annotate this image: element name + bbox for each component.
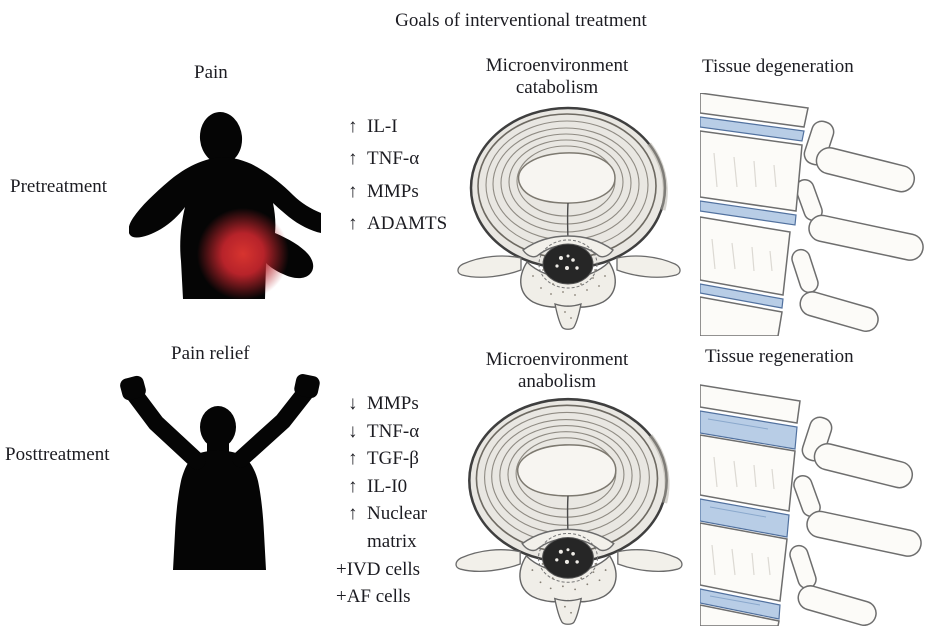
- micro-anabolism-line2: anabolism: [517, 371, 597, 392]
- spinal-canal: [542, 243, 594, 285]
- pain-relief-header: Pain relief: [171, 343, 250, 364]
- figure-head: [200, 406, 236, 448]
- microenvironment-anabolism-header: Microenvironment anabolism: [452, 349, 662, 393]
- vertebral-body: [700, 604, 780, 626]
- right-fist: [294, 374, 320, 398]
- factor-row: ↑ ADAMTS: [336, 213, 447, 245]
- spine-degeneration-illustration: [700, 93, 924, 336]
- vertebral-body: [700, 296, 783, 336]
- vertebra-axial-anabolism-illustration: [455, 397, 683, 625]
- tissue-degeneration-header: Tissue degeneration: [702, 56, 854, 77]
- factor-row: ↑ TNF-α: [336, 148, 447, 180]
- posttreatment-factor-list: ↓ MMPs ↓ TNF-α ↑ TGF-β ↑ IL-I0 ↑ Nuclear matr…: [336, 393, 427, 614]
- regenerated-disc: [700, 410, 798, 450]
- factor-row: ↑ TGF-β: [336, 448, 427, 476]
- factor-row: matrix: [336, 531, 427, 559]
- spinous-process: [554, 303, 582, 330]
- figure-head: [199, 112, 243, 164]
- micro-catabolism-line2: catabolism: [515, 77, 599, 98]
- factor-row: ↓ MMPs: [336, 393, 427, 421]
- factor-label: MMPs: [367, 180, 419, 202]
- pain-header: Pain: [194, 62, 228, 83]
- back-pain-silhouette-illustration: [129, 112, 321, 300]
- factor-row: ↑ IL-I0: [336, 476, 427, 504]
- microenvironment-catabolism-header: Microenvironment catabolism: [452, 55, 662, 99]
- spine-regeneration-illustration: [700, 384, 922, 626]
- factor-label: TGF-β: [367, 448, 419, 470]
- nucleus-pulposus: [516, 444, 617, 497]
- spinal-canal: [542, 537, 594, 579]
- vertebra-axial-catabolism-illustration: [457, 106, 681, 330]
- up-arrow-icon: ↑: [348, 448, 358, 470]
- spinous-process: [553, 597, 583, 625]
- figure-torso: [173, 450, 266, 570]
- degenerated-disc: [700, 200, 797, 226]
- up-arrow-icon: ↑: [348, 116, 358, 137]
- factor-label: +IVD cells: [336, 558, 421, 580]
- page-title: Goals of interventional treatment: [395, 10, 647, 31]
- factor-label: MMPs: [367, 393, 419, 414]
- factor-row: +AF cells: [336, 586, 427, 614]
- factor-label: TNF-α: [367, 148, 420, 170]
- tissue-regeneration-header: Tissue regeneration: [705, 346, 854, 367]
- up-arrow-icon: ↑: [348, 213, 358, 235]
- degenerated-disc: [700, 116, 805, 142]
- up-arrow-icon: ↑: [348, 180, 358, 202]
- factor-label: ADAMTS: [367, 213, 448, 235]
- factor-row: ↑ IL-I: [336, 116, 447, 148]
- vertebral-body: [700, 93, 809, 128]
- up-arrow-icon: ↑: [348, 475, 358, 497]
- down-arrow-icon: ↓: [348, 393, 358, 414]
- degenerated-disc: [700, 283, 784, 309]
- factor-label: Nuclear: [367, 503, 428, 525]
- micro-anabolism-line1: Microenvironment: [485, 349, 629, 370]
- up-arrow-icon: ↑: [348, 503, 358, 525]
- up-arrow-icon: ↑: [348, 148, 358, 170]
- vertebral-body: [700, 434, 796, 512]
- left-fist: [120, 375, 146, 401]
- factor-row: ↑ Nuclear: [336, 503, 427, 531]
- factor-row: +IVD cells: [336, 559, 427, 587]
- row-label-pretreatment: Pretreatment: [10, 176, 108, 197]
- pretreatment-factor-list: ↑ IL-I ↑ TNF-α ↑ MMPs ↑ ADAMTS: [336, 116, 447, 246]
- factor-label: TNF-α: [367, 420, 420, 442]
- regenerated-disc: [700, 498, 790, 538]
- row-label-posttreatment: Posttreatment: [5, 444, 110, 465]
- vertebral-body: [700, 130, 803, 212]
- factor-label: IL-I: [367, 116, 398, 137]
- raised-left-arm: [126, 386, 206, 470]
- factor-label: +AF cells: [336, 586, 411, 608]
- factor-label: matrix: [367, 530, 417, 552]
- vertebral-body: [700, 216, 791, 296]
- factor-row: ↑ MMPs: [336, 181, 447, 213]
- factor-label: IL-I0: [367, 475, 408, 497]
- regenerated-disc: [700, 588, 781, 620]
- factor-row: ↓ TNF-α: [336, 421, 427, 449]
- vertebral-body: [700, 384, 801, 424]
- down-arrow-icon: ↓: [348, 420, 358, 442]
- pain-glow-spot: [197, 208, 289, 300]
- vertebral-body: [700, 522, 788, 602]
- micro-catabolism-line1: Microenvironment: [485, 55, 629, 76]
- pain-relief-silhouette-illustration: [120, 374, 320, 570]
- nucleus-pulposus: [517, 152, 616, 204]
- raised-right-arm: [232, 384, 314, 468]
